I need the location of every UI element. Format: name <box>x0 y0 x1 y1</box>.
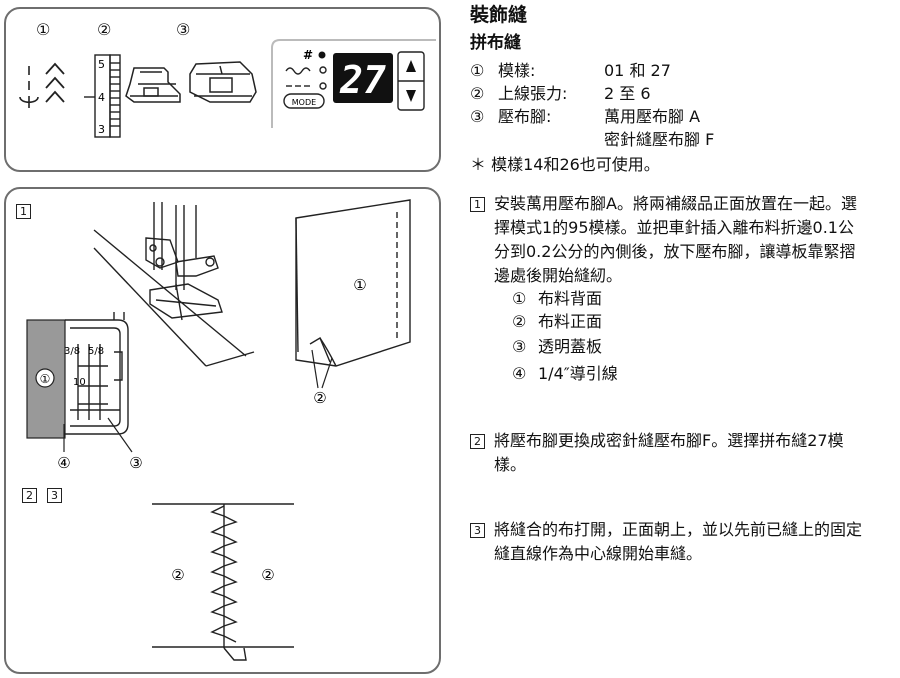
seam-label-right: ② <box>261 566 274 584</box>
control-panel <box>283 51 425 111</box>
spec-label-foot: 壓布腳: <box>498 107 552 126</box>
callout-guide-line: ④ <box>57 454 70 472</box>
folded-fabric-illustration <box>295 199 411 367</box>
section-subtitle: 拼布縫 <box>470 33 521 53</box>
clear-cover-plate <box>65 312 129 435</box>
step-1-item-guide-line: 1/4″導引線 <box>538 364 618 383</box>
step-box-2: 2 <box>22 488 37 503</box>
step-box-1: 1 <box>16 204 31 219</box>
indicator-dot <box>318 51 326 59</box>
spec-num-1: ① <box>470 61 485 80</box>
step-1-item-fabric-front: 布料正面 <box>538 312 603 331</box>
spec-value-foot-a: 萬用壓布腳 A <box>604 107 701 126</box>
callout-fabric-back: ① <box>40 372 51 386</box>
steps-illustration-panel <box>4 187 441 674</box>
step-1-item-num-2: ② <box>512 312 527 331</box>
step-1-item-num-3: ③ <box>512 337 527 356</box>
ruler-label-10: 10 <box>73 377 86 388</box>
step-3-text: 將縫合的布打開，正面朝上，並以先前已縫上的固定縫直線作為中心線開始車縫。 <box>494 520 863 563</box>
callout-fabric-front: ② <box>313 389 326 407</box>
step-1-text: 安裝萬用壓布腳A。將兩補綴品正面放置在一起。選擇模式1的95模樣。並把車針插入離… <box>494 194 857 285</box>
straight-stitch-icon <box>19 66 39 108</box>
feather-stitch-icon <box>45 62 65 103</box>
spec-value-pattern: 01 和 27 <box>604 61 671 80</box>
step-3-box: 3 <box>470 523 485 538</box>
hash-symbol: # <box>303 48 313 62</box>
spec-num-2: ② <box>470 84 485 103</box>
seam-label-left: ② <box>171 566 184 584</box>
spec-label-pattern: 模樣: <box>498 61 536 80</box>
lcd-display <box>333 53 393 103</box>
spec-value-foot-f: 密針縫壓布腳 F <box>604 130 715 149</box>
step-1-item-fabric-back: 布料背面 <box>538 289 603 308</box>
step-box-3: 3 <box>47 488 62 503</box>
marker-pattern: ① <box>36 20 51 39</box>
spec-label-tension: 上線張力: <box>498 84 568 103</box>
step-1-box: 1 <box>470 197 485 212</box>
dial-tick-3: 3 <box>98 123 105 136</box>
mode-button-label: MODE <box>292 98 316 107</box>
up-arrow-icon <box>406 60 416 72</box>
step-1-item-num-1: ① <box>512 289 527 308</box>
marker-foot: ③ <box>176 20 191 39</box>
presser-foot-sewing-illustration <box>93 202 255 367</box>
presser-foot-a-icon <box>125 67 181 103</box>
callout-fabric-front-top: ① <box>353 276 366 294</box>
note-text: ＊ 模樣14和26也可使用。 <box>470 155 660 174</box>
lcd-number: 27 <box>339 58 386 102</box>
callout-clear-plate: ③ <box>129 454 142 472</box>
patchwork-seam-illustration <box>152 503 294 661</box>
ruler-label-3-8: 3/8 <box>64 346 80 357</box>
step-2-box: 2 <box>470 434 485 449</box>
presser-foot-f-icon <box>189 61 257 103</box>
tension-dial <box>84 54 121 138</box>
step-1-item-num-4: ④ <box>512 364 527 383</box>
page-title: 裝飾縫 <box>470 4 528 26</box>
dial-tick-5: 5 <box>98 58 105 71</box>
step-2-text: 將壓布腳更換成密針縫壓布腳F。選擇拼布縫27模樣。 <box>494 431 844 474</box>
down-arrow-icon <box>406 90 416 102</box>
step-1-item-clear-plate: 透明蓋板 <box>538 337 603 356</box>
ruler-label-5-8: 5/8 <box>88 346 104 357</box>
control-panel-outline <box>271 39 436 128</box>
spec-num-3: ③ <box>470 107 485 126</box>
marker-tension: ② <box>97 20 112 39</box>
dial-tick-4: 4 <box>98 91 105 104</box>
spec-value-tension: 2 至 6 <box>604 84 651 103</box>
